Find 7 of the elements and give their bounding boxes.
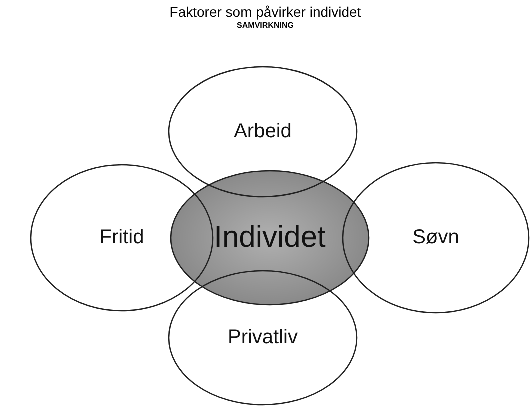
- subtitle: SAMVIRKNING: [236, 21, 295, 30]
- factor-label: Fritid: [100, 226, 144, 250]
- diagram-title: Faktorer som påvirker individet: [168, 4, 362, 20]
- factor-label: Privatliv: [228, 326, 298, 350]
- factor-label: Arbeid: [234, 120, 292, 144]
- factor-label: Individet: [214, 221, 326, 255]
- factor-label: Søvn: [412, 226, 460, 250]
